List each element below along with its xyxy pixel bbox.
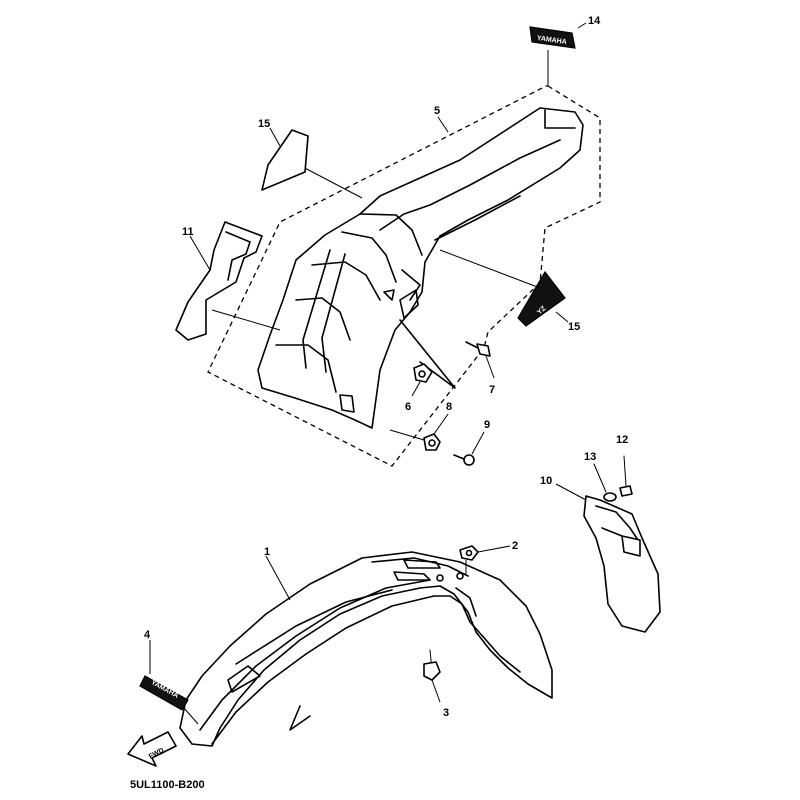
side-decal-part-15-right: YZ	[517, 270, 566, 327]
nut-part-6	[413, 363, 433, 383]
callout-4: 4	[144, 629, 151, 641]
callout-15-left: 15	[258, 118, 270, 130]
top-decal-text: YAMAHA	[536, 35, 567, 46]
callout-1: 1	[264, 546, 270, 558]
side-decal-text: YZ	[536, 305, 548, 317]
mud-flap-part-11	[175, 221, 263, 341]
callout-6: 6	[405, 401, 411, 413]
callout-13: 13	[584, 451, 596, 463]
front-fender-part-1	[179, 551, 553, 747]
bolt-part-7	[465, 341, 491, 357]
callout-8: 8	[446, 401, 452, 413]
forward-arrow-icon: FWD	[127, 731, 177, 767]
rear-fender-group-outline	[207, 85, 601, 467]
bolt-part-3	[423, 649, 441, 681]
bolt-part-12	[619, 455, 633, 497]
callout-2: 2	[512, 540, 518, 552]
callout-10: 10	[540, 475, 552, 487]
washer-part-8	[423, 433, 441, 451]
callout-7: 7	[489, 384, 495, 396]
front-decal-part-4: YAMAHA	[139, 675, 189, 711]
callout-3: 3	[443, 707, 449, 719]
washer-part-13	[593, 463, 617, 502]
diagram-code: 5UL1100-B200	[130, 779, 205, 791]
callout-14: 14	[588, 15, 601, 27]
fork-guard-part-10	[583, 495, 661, 633]
bolt-part-2	[459, 545, 479, 561]
bolt-part-9	[453, 454, 475, 466]
callout-11: 11	[182, 226, 194, 238]
top-decal-part-14: YAMAHA	[529, 26, 576, 49]
callout-15-right: 15	[568, 321, 580, 333]
callout-5: 5	[434, 105, 440, 117]
callout-9: 9	[484, 419, 490, 431]
side-panel-part-15-left	[261, 129, 309, 191]
callout-12: 12	[616, 434, 628, 446]
